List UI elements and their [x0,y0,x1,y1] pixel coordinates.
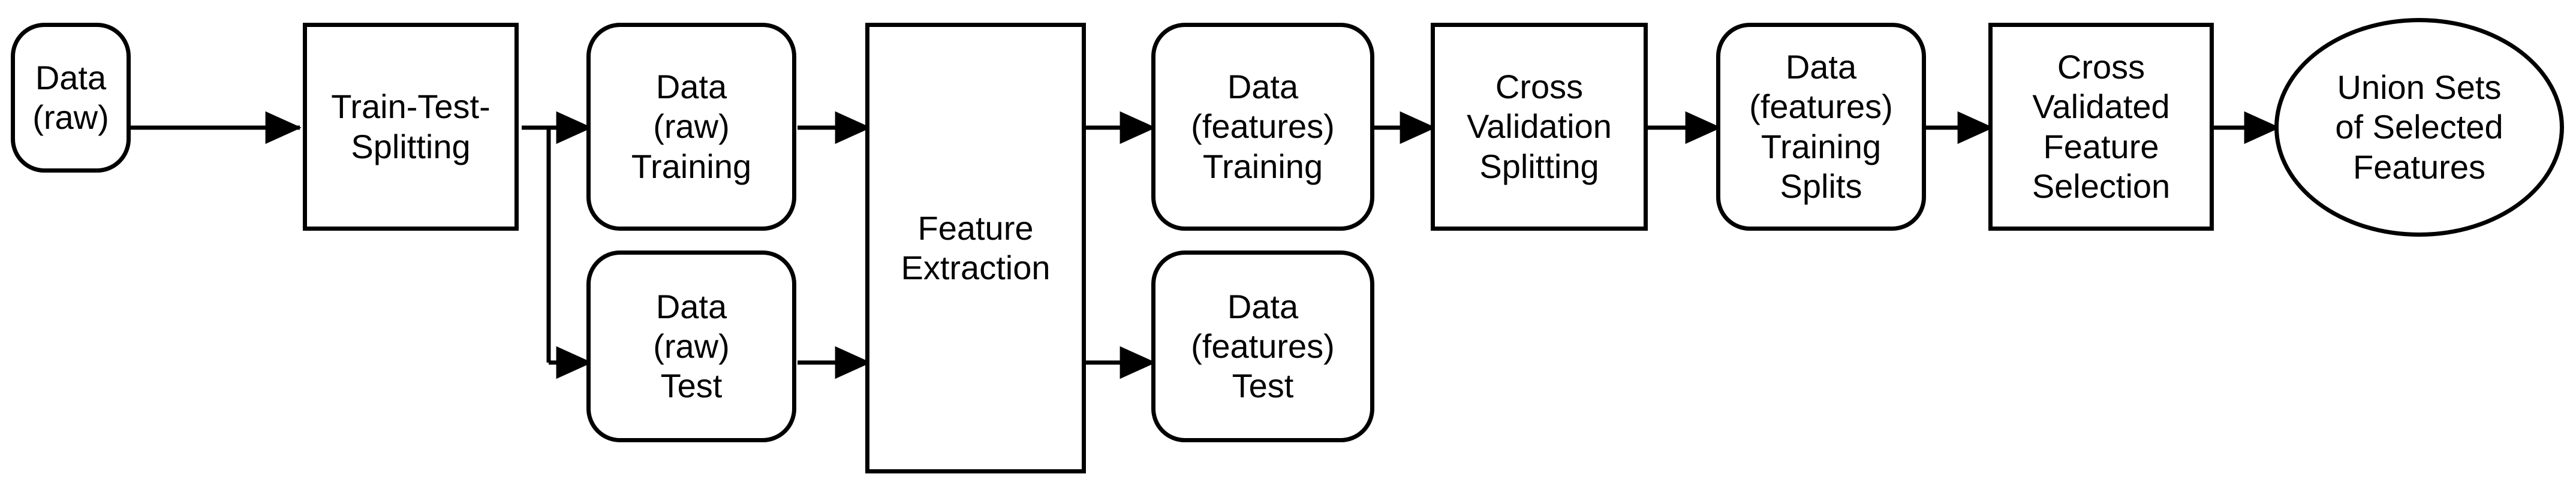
node-train-test-splitting-label: Train-Test- Splitting [331,87,490,165]
edge-train-test-splitting-branch [522,125,576,363]
node-data-features-test[interactable]: Data (features) Test [1151,250,1374,442]
node-union-sets-of-selected-features-label: Union Sets of Selected Features [2335,68,2503,186]
node-data-features-training[interactable]: Data (features) Training [1151,23,1374,231]
node-cross-validation-splitting-label: Cross Validation Splitting [1467,68,1612,185]
node-data-features-training-label: Data (features) Training [1191,68,1335,185]
node-data-raw-training-label: Data (raw) Training [631,68,752,185]
node-feature-extraction-label: Feature Extraction [901,209,1051,286]
node-data-raw-label: Data (raw) [32,58,109,136]
node-data-raw-test[interactable]: Data (raw) Test [586,250,796,442]
node-data-raw[interactable]: Data (raw) [11,23,131,173]
node-data-raw-training[interactable]: Data (raw) Training [586,23,796,231]
node-train-test-splitting[interactable]: Train-Test- Splitting [303,23,519,231]
node-cross-validation-splitting[interactable]: Cross Validation Splitting [1431,23,1648,231]
node-data-features-training-splits-label: Data (features) Training Splits [1749,48,1893,205]
node-cross-validated-feature-selection-label: Cross Validated Feature Selection [2032,48,2171,205]
node-data-raw-test-label: Data (raw) Test [653,287,730,405]
node-data-features-test-label: Data (features) Test [1191,287,1335,405]
node-union-sets-of-selected-features[interactable]: Union Sets of Selected Features [2274,18,2564,237]
node-cross-validated-feature-selection[interactable]: Cross Validated Feature Selection [1988,23,2214,231]
node-data-features-training-splits[interactable]: Data (features) Training Splits [1716,23,1926,231]
node-feature-extraction[interactable]: Feature Extraction [865,23,1086,473]
